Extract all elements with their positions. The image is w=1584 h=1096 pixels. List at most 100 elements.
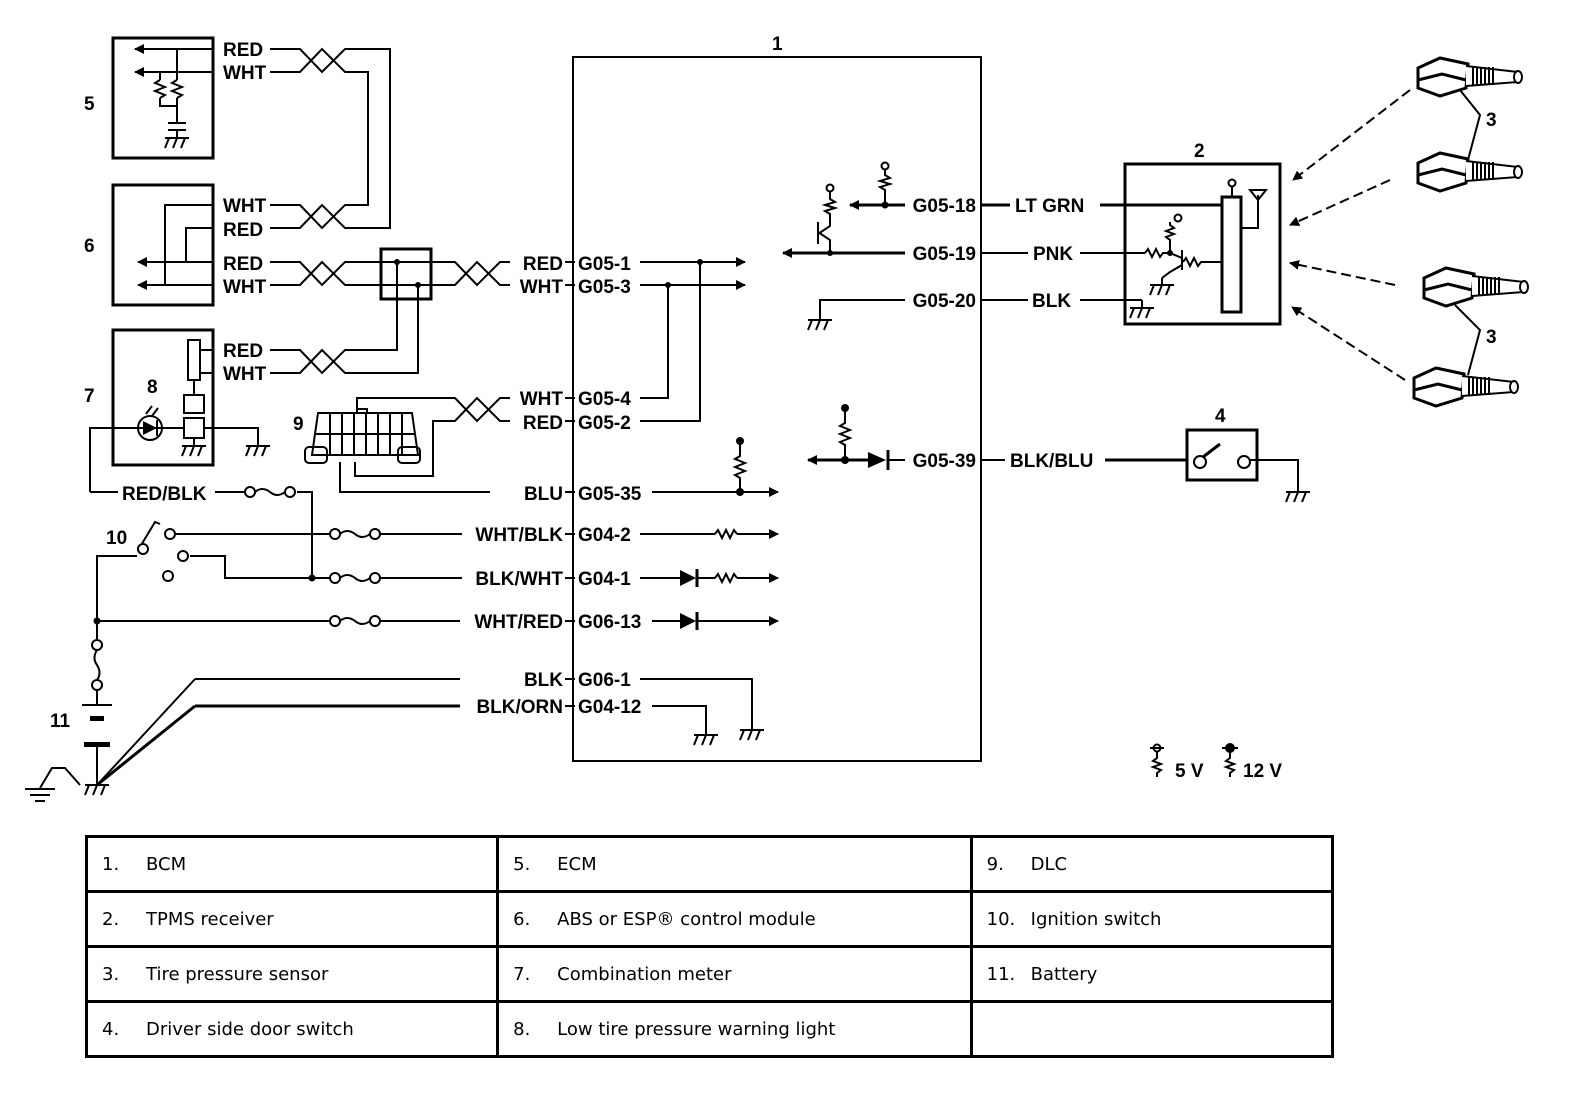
abs-box <box>111 183 215 307</box>
legend-row: 3. Tire pressure sensor 7.Combination mete… <box>84 945 1335 1003</box>
fuse-icon <box>329 615 381 627</box>
legend-number: 6. <box>513 908 531 930</box>
receiver-internals <box>981 178 1269 462</box>
bcm-box <box>572 56 982 762</box>
legend-cell: 2. TPMS receiver <box>84 890 500 948</box>
legend-number: 10. <box>986 908 1016 930</box>
label-ecm: 5 <box>84 94 95 115</box>
fuse-icon <box>329 528 381 540</box>
legend-text: ABS or ESP® control module <box>557 908 816 930</box>
fuse-icon <box>329 572 381 584</box>
ground-icon <box>1149 284 1174 296</box>
label-ignition: 10 <box>106 528 127 549</box>
fuse-icon <box>244 486 296 498</box>
bcm-left-pin-label: G04-12 <box>578 697 641 718</box>
legend-number: 9. <box>986 853 1004 875</box>
ground-icon <box>1129 307 1154 319</box>
legend-number: 2. <box>102 908 120 930</box>
legend-text: Tire pressure sensor <box>146 963 329 985</box>
wire-label-ecm-wht: WHT <box>223 63 267 84</box>
wire-label-meter-wht: WHT <box>223 364 267 385</box>
bcm-left-pin-label: G05-1 <box>578 254 631 275</box>
legend-number: 4. <box>102 1018 120 1040</box>
ground-icon <box>1285 491 1310 503</box>
bcm-right-wire-label: BLK/BLU <box>1010 451 1093 472</box>
tire-pressure-sensor-icon <box>1416 56 1523 98</box>
bcm-right-wire-label: LT GRN <box>1015 196 1084 217</box>
legend-text: BCM <box>146 853 187 875</box>
wire-label-red-blk: RED/BLK <box>122 484 207 505</box>
bcm-left-pin-label: G05-35 <box>578 484 642 505</box>
ignition-switch-icon <box>137 528 189 582</box>
bcm-left-pin-label: G05-2 <box>578 413 631 434</box>
door-switch-icon <box>1193 442 1299 492</box>
label-meter: 7 <box>84 386 95 407</box>
legend-cell: 4. Driver side door switch <box>84 1000 500 1058</box>
meter-box <box>111 328 215 467</box>
wire-label-meter-red: RED <box>223 341 263 362</box>
legend-text: Driver side door switch <box>146 1018 354 1040</box>
legend-row: 4. Driver side door switch 8.Low tire pres… <box>84 1000 1335 1058</box>
bcm-left-wire-label: RED <box>523 413 563 434</box>
legend-cell: 9. DLC <box>969 835 1335 893</box>
legend-number: 3. <box>102 963 120 985</box>
legend-cell: 1.BCM <box>84 835 500 893</box>
abs-internals <box>137 204 213 290</box>
warning-light-icon <box>137 405 163 441</box>
legend-text: TPMS receiver <box>146 908 274 930</box>
bcm-left-wire-label: BLK/WHT <box>475 569 563 590</box>
label-battery: 11 <box>50 711 71 732</box>
legend-cell: 8.Low tire pressure warning light <box>496 1000 973 1058</box>
voltage-legend-icons <box>1150 743 1238 777</box>
legend-cell: 7.Combination meter <box>496 945 973 1003</box>
bcm-left-wire-label: BLK <box>524 670 563 691</box>
rf-signal-arrows <box>1289 89 1411 381</box>
bcm-internal-left <box>640 257 779 735</box>
ground-icon <box>739 729 764 741</box>
bcm-left-pin-label: G05-3 <box>578 277 631 298</box>
tire-pressure-sensor-icon <box>1416 151 1523 193</box>
bcm-left-pin-label: G06-13 <box>578 612 641 633</box>
legend-text: Combination meter <box>557 963 732 985</box>
legend-text: DLC <box>1030 853 1068 875</box>
ground-icon <box>693 734 718 746</box>
sensor-leader-lines <box>1454 89 1482 376</box>
bcm-left-pin-label: G04-2 <box>578 525 631 546</box>
ground-icon <box>181 445 206 457</box>
label-bcm: 1 <box>772 34 783 55</box>
chassis-ground-icon <box>25 767 81 802</box>
bcm-right-pin-label: G05-19 <box>913 244 976 265</box>
voltage-5v-label: 5 V <box>1175 761 1204 782</box>
bcm-left-wire-label: WHT <box>520 389 564 410</box>
bcm-left-wire-label: WHT <box>520 277 564 298</box>
wire-label-abs-wht1: WHT <box>223 196 267 217</box>
bcm-internal-right <box>782 161 905 465</box>
bcm-left-wire-label: BLK/ORN <box>476 697 563 718</box>
legend-cell <box>969 1000 1335 1058</box>
bcm-left-wire-label: WHT/BLK <box>475 525 563 546</box>
wire-label-abs-red1: RED <box>223 220 263 241</box>
bcm-left-wire-label: BLU <box>524 484 563 505</box>
bcm-right-wire-label: PNK <box>1033 244 1073 265</box>
ground-icon <box>84 784 109 796</box>
door-switch-box <box>1185 428 1259 482</box>
legend-text: Ignition switch <box>1030 908 1162 930</box>
ecm-internals <box>134 44 213 138</box>
battery-fuse-icon <box>91 639 103 691</box>
legend-number: 11. <box>986 963 1016 985</box>
tpms-receiver-box <box>1123 162 1282 326</box>
bcm-left-pin-label: G05-4 <box>578 389 631 410</box>
ecm-box <box>111 36 215 160</box>
meter-internals <box>89 339 259 492</box>
bcm-right-pin-label: G05-18 <box>913 196 976 217</box>
ground-icon <box>245 445 270 457</box>
legend-cell: 5.ECM <box>496 835 973 893</box>
bcm-right-pin-label: G05-20 <box>913 291 976 312</box>
bcm-right-wire-label: BLK <box>1032 291 1071 312</box>
bcm-left-wire-label: WHT/RED <box>474 612 563 633</box>
legend-text: ECM <box>557 853 597 875</box>
legend-text: Low tire pressure warning light <box>557 1018 836 1040</box>
